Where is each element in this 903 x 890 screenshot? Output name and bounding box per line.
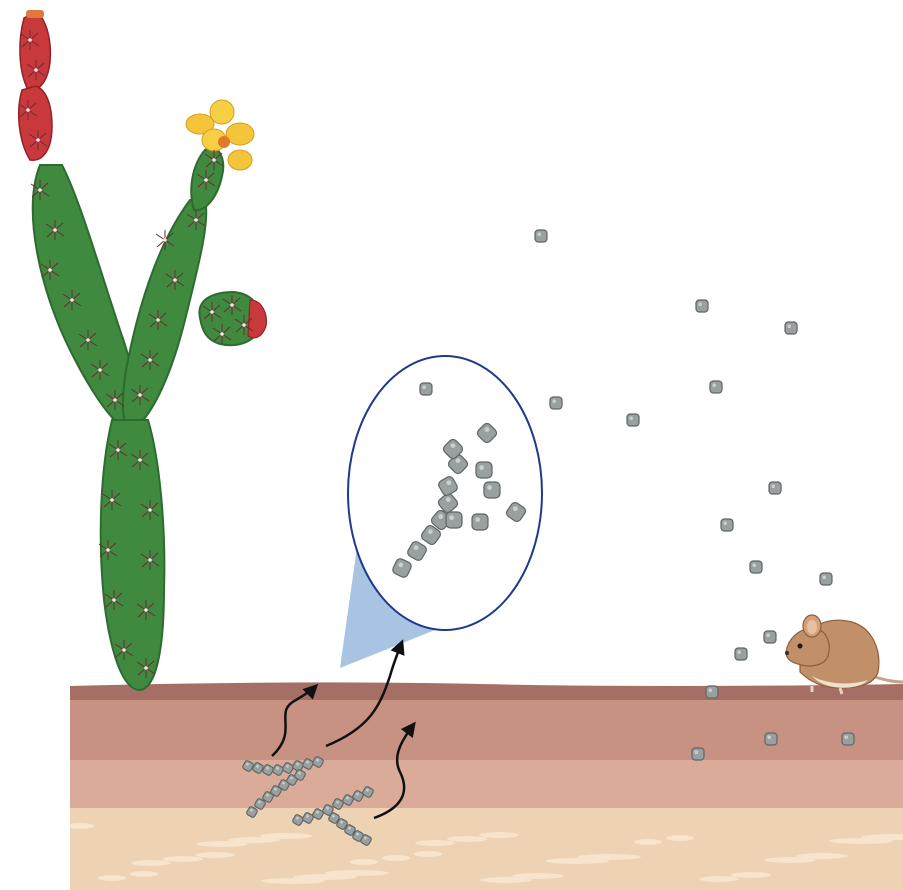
- cactus-fruit-top: [20, 12, 50, 90]
- sand-grain: [130, 871, 158, 877]
- spore: [550, 397, 562, 409]
- spore: [706, 686, 718, 698]
- sand-grain: [796, 853, 848, 859]
- sand-grain: [350, 859, 378, 865]
- soil-top-layer: [60, 680, 903, 702]
- cactus-fruit-crown: [26, 10, 44, 18]
- spore: [785, 322, 797, 334]
- spore: [535, 230, 547, 242]
- spore: [420, 383, 432, 395]
- sand-grain: [634, 839, 662, 845]
- sand-grain: [415, 840, 455, 846]
- spore: [842, 733, 854, 745]
- sand-grain: [195, 852, 235, 858]
- mouse-nose: [785, 651, 789, 655]
- spore: [472, 514, 488, 530]
- spore: [750, 561, 762, 573]
- sand-grain: [577, 854, 641, 860]
- spore: [484, 482, 500, 498]
- cactus-fruit-lower: [19, 86, 52, 160]
- spore: [627, 414, 639, 426]
- mouse-eye: [798, 644, 803, 649]
- sand-grain: [414, 851, 442, 857]
- sand-layer: [60, 808, 903, 890]
- spore: [769, 482, 781, 494]
- spore: [765, 733, 777, 745]
- sand-grain: [66, 823, 94, 829]
- spore: [710, 381, 722, 393]
- cactus-trunk: [101, 420, 165, 690]
- spore: [764, 631, 776, 643]
- spore: [820, 573, 832, 585]
- sand-grain: [447, 836, 487, 842]
- spore: [446, 512, 462, 528]
- spore: [721, 519, 733, 531]
- soil-middle-layer: [60, 700, 903, 762]
- soil-lower-layer: [60, 760, 903, 812]
- sand-grain: [666, 835, 694, 841]
- prickly-pear-cactus: [19, 10, 267, 690]
- sand-grain: [163, 856, 203, 862]
- sand-grain: [98, 875, 126, 881]
- spore: [476, 462, 492, 478]
- desert-mouse: [785, 615, 903, 694]
- spore: [735, 648, 747, 660]
- sand-grain: [382, 855, 410, 861]
- sand-grain: [325, 870, 389, 876]
- mouse-tail: [872, 676, 903, 682]
- cactus-pad-left: [33, 165, 136, 432]
- sand-grain: [512, 873, 564, 879]
- sand-grain: [479, 832, 519, 838]
- sand-grain: [731, 872, 771, 878]
- sand-grain: [131, 860, 171, 866]
- magnifier-callout: [340, 356, 542, 668]
- soil-layers: [60, 680, 903, 890]
- sand-grain: [699, 876, 739, 882]
- spore: [692, 748, 704, 760]
- sand-grain: [260, 833, 312, 839]
- spore: [696, 300, 708, 312]
